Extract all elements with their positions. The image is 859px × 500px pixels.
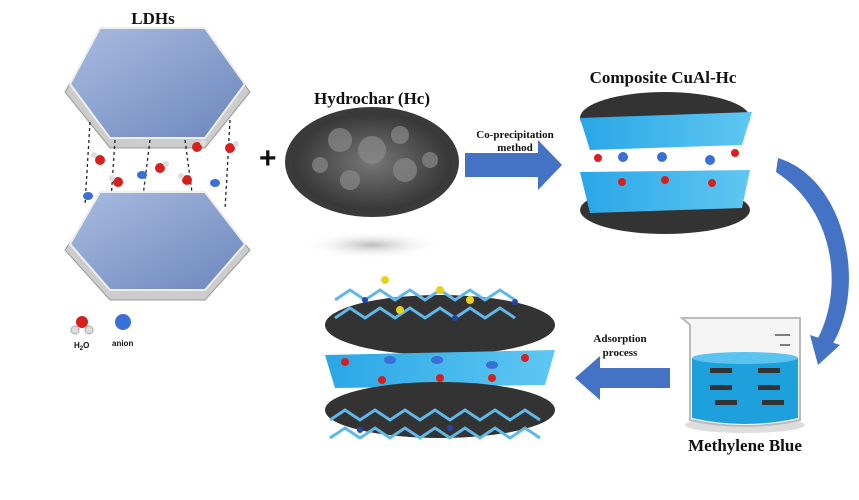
legend-water-label: H [74, 341, 80, 350]
methylene-blue-label: Methylene Blue [688, 436, 802, 455]
beaker [679, 317, 805, 433]
coprecipitation-label-1: Co-precipitation [476, 129, 553, 141]
ldh-bottom-plate [64, 191, 251, 301]
ldh-top-plate [64, 27, 251, 149]
plus-sign: + [259, 142, 277, 175]
ldhs-label: LDHs [131, 9, 175, 28]
water-molecule-icon [76, 316, 88, 328]
composite-interlayer [594, 149, 739, 165]
composite-bottom [580, 170, 750, 234]
svg-text:H2O: H2O [74, 341, 89, 352]
coprecipitation-arrow [465, 140, 562, 190]
legend-anion-label: anion [112, 339, 133, 348]
legend: H2O anion [70, 314, 133, 352]
methylene-blue-solution [692, 354, 798, 424]
composite-top [580, 92, 752, 150]
hydrochar-label: Hydrochar (Hc) [314, 89, 430, 108]
anion-icon [115, 314, 131, 330]
composite-label: Composite CuAl-Hc [590, 68, 737, 87]
interlayer-water-anions [83, 140, 239, 200]
adsorption-label-1: Adsorption [593, 333, 646, 345]
coprecipitation-label-2: method [497, 142, 532, 154]
hydrochar-shadow [302, 231, 442, 259]
adsorption-arrow [575, 356, 670, 400]
curved-arrow [776, 158, 849, 355]
composite-with-methylene-blue [325, 276, 555, 440]
adsorption-label-2: process [603, 347, 638, 359]
